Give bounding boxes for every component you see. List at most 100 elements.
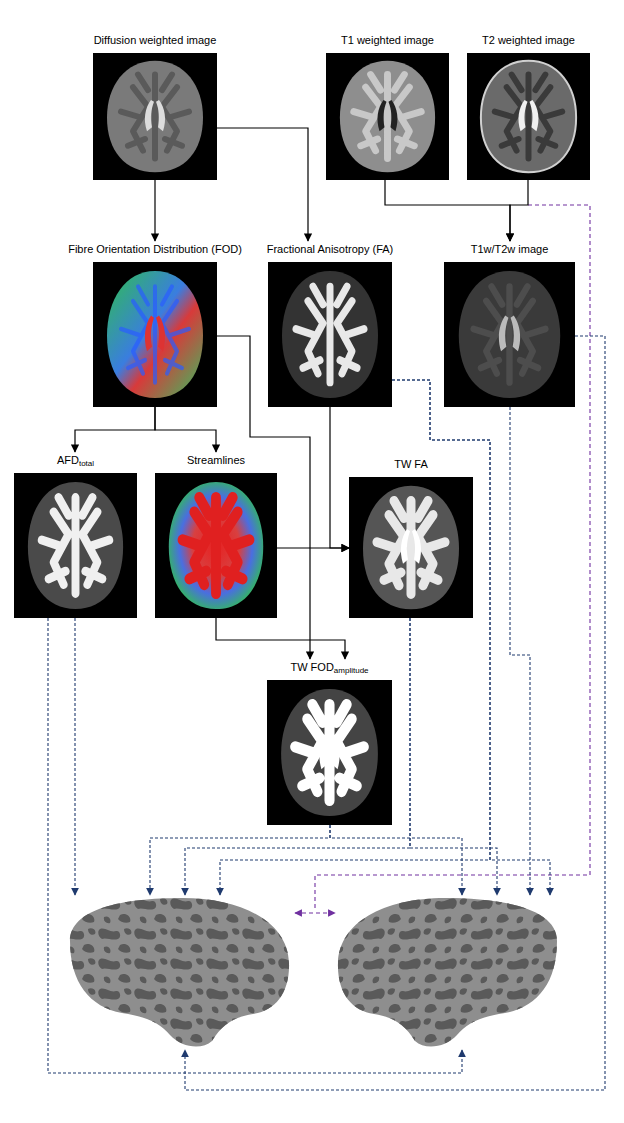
illustration-shape	[28, 482, 123, 609]
title-text: T2 weighted image	[482, 34, 575, 46]
title-text: AFD	[57, 454, 79, 466]
illustration-shape	[377, 501, 445, 594]
image-title: Fractional Anisotropy (FA)	[267, 241, 394, 257]
illustration-shape	[401, 529, 421, 564]
image-title: T2 weighted image	[482, 32, 575, 48]
illustration-shape	[70, 898, 289, 1047]
image-panel: T2 weighted image	[467, 32, 590, 180]
projection-arrow	[150, 825, 330, 895]
illustration-shape	[183, 498, 250, 594]
illustration-shape	[338, 898, 557, 1047]
illustration-shape	[326, 53, 449, 180]
illustration-shape	[267, 680, 392, 825]
process-arrow	[330, 407, 349, 548]
illustration-shape	[444, 262, 575, 407]
cortical-surface	[62, 895, 295, 1050]
title-subscript: total	[79, 459, 94, 468]
illustration-shape	[93, 53, 217, 180]
illustration-shape	[338, 898, 557, 1047]
image-title: Diffusion weighted image	[94, 32, 217, 48]
illustration-shape	[42, 498, 109, 594]
illustration-shape	[467, 53, 590, 180]
illustration-shape	[121, 74, 189, 158]
process-arrow	[75, 407, 155, 452]
projection-arrow	[392, 380, 550, 895]
illustration-shape	[155, 473, 277, 618]
illustration-shape	[93, 262, 217, 407]
title-text: TW FA	[394, 458, 428, 470]
title-text: T1w/T2w image	[471, 243, 549, 255]
illustration-shape	[495, 74, 562, 158]
illustration-shape	[326, 53, 449, 180]
title-text: Diffusion weighted image	[94, 34, 217, 46]
process-arrow	[154, 180, 155, 241]
projection-arrow	[48, 618, 462, 1073]
projection-arrow	[330, 825, 462, 895]
projection-arrow	[510, 407, 530, 895]
illustration-shape	[268, 262, 392, 407]
process-arrow	[217, 128, 308, 241]
illustration-shape	[281, 689, 378, 816]
title-subscript: amplitude	[334, 666, 369, 675]
image-panel: TW FODamplitude	[267, 659, 392, 825]
title-text: Streamlines	[187, 454, 245, 466]
surface-arrow	[295, 912, 335, 913]
image-panel: Diffusion weighted image	[93, 32, 217, 180]
illustration-shape	[70, 898, 289, 1047]
cortical-surface	[335, 895, 565, 1050]
illustration-shape	[319, 734, 339, 770]
illustration-shape	[268, 262, 392, 407]
illustration-shape	[474, 287, 546, 383]
process-arrow	[277, 547, 349, 548]
illustration-shape	[444, 262, 575, 407]
image-title: T1w/T2w image	[471, 241, 549, 257]
illustration-shape	[354, 74, 421, 158]
projection-arrow	[220, 380, 490, 895]
image-panel: T1 weighted image	[326, 32, 449, 180]
illustration-shape	[93, 262, 217, 407]
illustration-shape	[519, 100, 539, 131]
image-title: T1 weighted image	[341, 32, 434, 48]
image-panel: AFDtotal	[14, 452, 137, 618]
illustration-shape	[363, 486, 459, 610]
illustration-shape	[93, 53, 217, 180]
projection-arrow	[74, 618, 75, 895]
illustration-shape	[481, 61, 576, 172]
illustration-shape	[282, 271, 378, 398]
image-panel: Fractional Anisotropy (FA)	[268, 241, 392, 407]
illustration-shape	[145, 100, 165, 131]
illustration-shape	[155, 473, 277, 618]
illustration-shape	[145, 316, 165, 352]
illustration-shape	[107, 61, 203, 172]
process-arrow	[385, 180, 510, 241]
process-arrow	[216, 618, 345, 659]
illustration-shape	[340, 61, 435, 172]
process-arrow	[155, 407, 216, 452]
title-text: T1 weighted image	[341, 34, 434, 46]
projection-arrow	[185, 336, 605, 1090]
illustration-shape	[296, 287, 364, 383]
illustration-shape	[169, 482, 263, 609]
illustration-shape	[349, 477, 473, 618]
image-panel: Streamlines	[155, 452, 277, 618]
illustration-shape	[499, 316, 520, 352]
image-title: TW FA	[394, 456, 428, 472]
illustration-shape	[349, 477, 473, 618]
illustration-shape	[315, 205, 590, 911]
illustration-shape	[295, 705, 364, 801]
illustration-shape	[14, 473, 137, 618]
title-text: Fractional Anisotropy (FA)	[267, 243, 394, 255]
image-title: Streamlines	[187, 452, 245, 468]
image-title: AFDtotal	[57, 452, 94, 468]
illustration-shape	[338, 898, 557, 1047]
illustration-shape	[70, 898, 289, 1047]
image-panel: T1w/T2w image	[444, 241, 575, 407]
image-title: Fibre Orientation Distribution (FOD)	[68, 241, 242, 257]
illustration-shape	[14, 473, 137, 618]
projection-arrow	[185, 618, 410, 895]
projection-arrow	[410, 618, 497, 895]
title-text: TW FOD	[290, 661, 333, 673]
illustration-shape	[459, 271, 560, 398]
